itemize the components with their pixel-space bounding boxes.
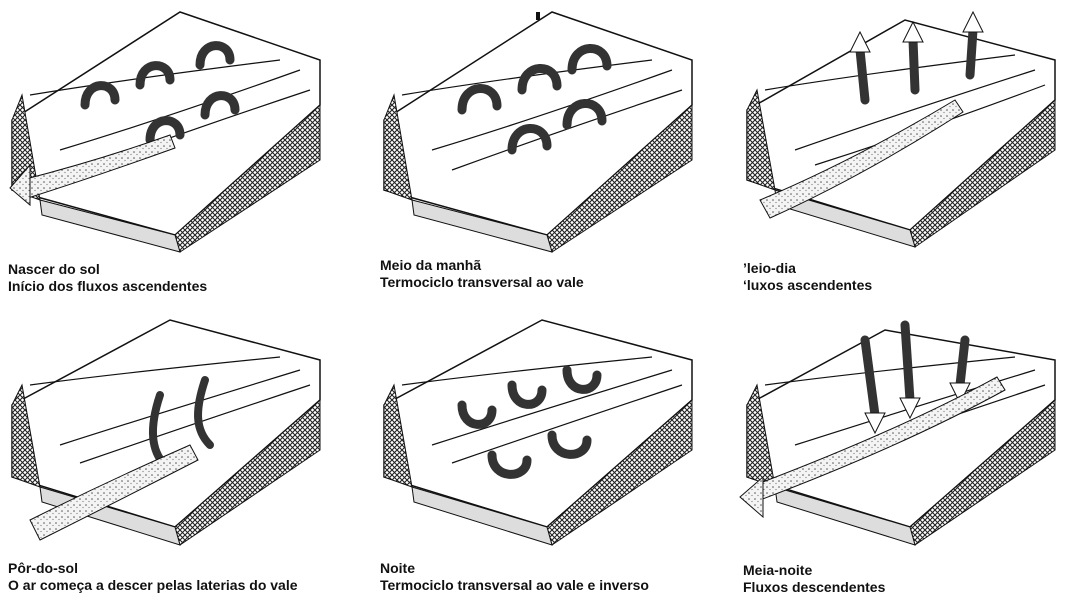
panel-title: ’leio-dia bbox=[743, 260, 872, 277]
panel-title: Meia-noite bbox=[743, 562, 885, 579]
panel-caption: Nascer do sol Início dos fluxos ascenden… bbox=[8, 261, 207, 295]
valley-block-diagram bbox=[735, 305, 1085, 565]
panel-subtitle: Termociclo transversal ao vale bbox=[380, 274, 584, 291]
panel-title: Meio da manhã bbox=[380, 257, 584, 274]
panel-caption: Meia-noite Fluxos descendentes bbox=[743, 562, 885, 596]
panel-por-do-sol: Pôr-do-sol O ar começa a descer pelas la… bbox=[0, 305, 350, 602]
panel-subtitle: Termociclo transversal ao vale e inverso bbox=[380, 577, 649, 594]
valley-block-diagram bbox=[0, 305, 350, 565]
valley-block-diagram bbox=[372, 0, 722, 260]
panel-meio-dia: ’leio-dia ‘luxos ascendentes bbox=[735, 0, 1085, 297]
panel-caption: ’leio-dia ‘luxos ascendentes bbox=[743, 260, 872, 294]
panel-title: Noite bbox=[380, 560, 649, 577]
panel-subtitle: ‘luxos ascendentes bbox=[743, 277, 872, 294]
panel-title: Pôr-do-sol bbox=[8, 560, 298, 577]
valley-block-diagram bbox=[372, 305, 722, 565]
panel-caption: Pôr-do-sol O ar começa a descer pelas la… bbox=[8, 560, 298, 594]
valley-block-diagram bbox=[735, 0, 1085, 260]
panel-nascer-do-sol: Nascer do sol Início dos fluxos ascenden… bbox=[0, 0, 350, 297]
panel-noite: Noite Termociclo transversal ao vale e i… bbox=[372, 305, 722, 602]
panel-caption: Meio da manhã Termociclo transversal ao … bbox=[380, 257, 584, 291]
panel-caption: Noite Termociclo transversal ao vale e i… bbox=[380, 560, 649, 594]
panel-title: Nascer do sol bbox=[8, 261, 207, 278]
panel-subtitle: Fluxos descendentes bbox=[743, 579, 885, 596]
panel-subtitle: Início dos fluxos ascendentes bbox=[8, 278, 207, 295]
panel-subtitle: O ar começa a descer pelas laterias do v… bbox=[8, 577, 298, 594]
panel-meia-noite: Meia-noite Fluxos descendentes bbox=[735, 305, 1085, 602]
panel-meio-da-manha: Meio da manhã Termociclo transversal ao … bbox=[372, 0, 722, 297]
valley-block-diagram bbox=[0, 0, 350, 260]
